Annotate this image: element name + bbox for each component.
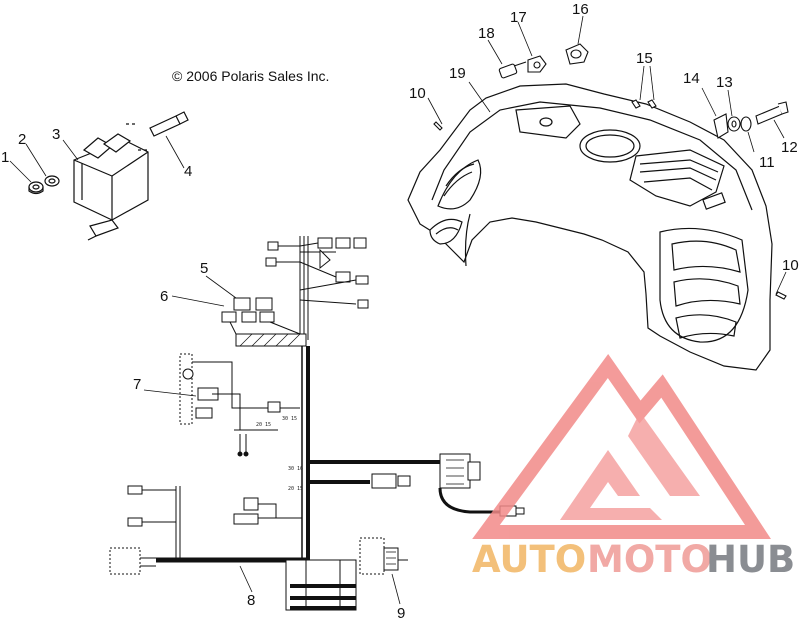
dash-panel-assembly bbox=[407, 65, 787, 371]
callout-19: 19 bbox=[449, 65, 466, 82]
switch-part bbox=[701, 87, 729, 139]
callout-16: 16 bbox=[572, 1, 589, 18]
wiring-harness bbox=[109, 236, 525, 611]
copyright-text: © 2006 Polaris Sales Inc. bbox=[172, 68, 329, 84]
callout-9: 9 bbox=[397, 605, 405, 622]
callout-5: 5 bbox=[200, 260, 208, 277]
regulator-body bbox=[73, 133, 149, 241]
fastener-part bbox=[631, 99, 641, 109]
nut-part bbox=[517, 21, 547, 73]
bolt-part bbox=[126, 111, 189, 151]
callout-13: 13 bbox=[716, 74, 733, 91]
callout-10b: 10 bbox=[782, 257, 799, 274]
washer-part bbox=[740, 116, 755, 153]
watermark-hub: HUB bbox=[706, 538, 795, 581]
callout-7: 7 bbox=[133, 376, 141, 393]
callout-8: 8 bbox=[247, 592, 255, 609]
callout-4: 4 bbox=[184, 163, 192, 180]
callout-11: 11 bbox=[759, 154, 775, 171]
screw-part bbox=[775, 291, 787, 300]
fastener-part bbox=[647, 99, 657, 109]
watermark-moto: MOTO bbox=[587, 538, 712, 581]
callout-10a: 10 bbox=[409, 85, 426, 102]
nut-part bbox=[727, 89, 741, 132]
dash-hardware bbox=[433, 15, 789, 300]
callout-18: 18 bbox=[478, 25, 495, 42]
harness-label: 20 15 bbox=[256, 422, 271, 428]
voltage-regulator-assembly bbox=[9, 111, 189, 241]
callout-12: 12 bbox=[781, 139, 798, 156]
switch-part bbox=[565, 15, 589, 65]
watermark-logo bbox=[472, 353, 771, 539]
washer-part bbox=[44, 175, 60, 187]
screw-part bbox=[433, 121, 443, 131]
callout-1: 1 bbox=[1, 149, 9, 166]
callout-6: 6 bbox=[160, 288, 168, 305]
key-part bbox=[487, 39, 527, 79]
harness-label: 30 15 bbox=[282, 416, 297, 422]
nut-part bbox=[28, 181, 44, 195]
bolt-part bbox=[755, 101, 789, 139]
callout-14: 14 bbox=[683, 70, 700, 87]
harness-label: 30 16 bbox=[288, 466, 303, 472]
callout-15: 15 bbox=[636, 50, 653, 67]
callout-17: 17 bbox=[510, 9, 527, 26]
watermark-text: AUTO MOTO HUB bbox=[472, 538, 795, 581]
callout-3: 3 bbox=[52, 126, 60, 143]
watermark-auto: AUTO bbox=[472, 538, 586, 581]
harness-label: 20 15 bbox=[288, 486, 303, 492]
callout-2: 2 bbox=[18, 131, 26, 148]
